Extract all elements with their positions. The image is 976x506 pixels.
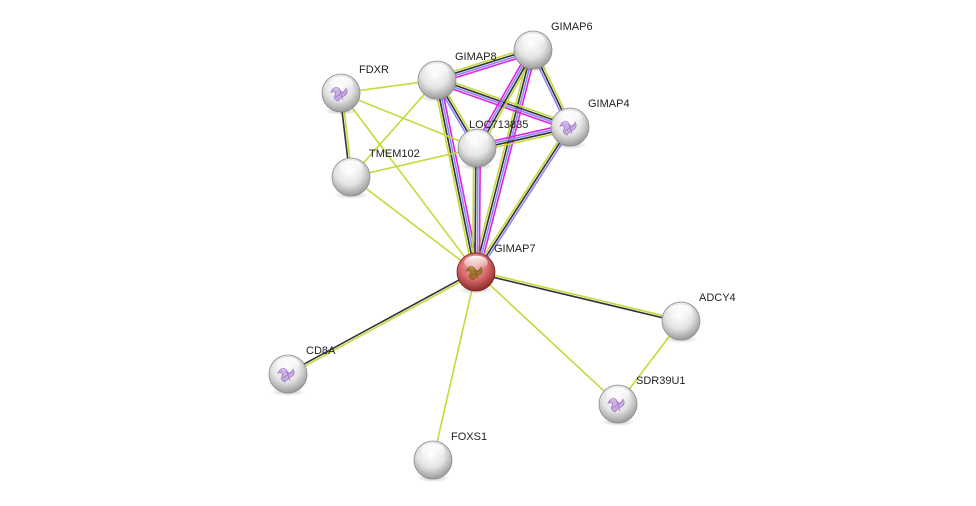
node-highlight — [339, 160, 363, 175]
edge-evidence-textmining — [432, 271, 477, 461]
node-gimap7[interactable]: GIMAP7 — [456, 243, 536, 294]
edge-evidence-textmining — [432, 80, 474, 273]
node-highlight — [421, 443, 445, 458]
node-tmem102[interactable]: TMEM102 — [331, 148, 420, 199]
node-label: TMEM102 — [369, 148, 420, 160]
node-highlight — [606, 387, 630, 402]
node-highlight — [521, 33, 545, 48]
edge-evidence-coexpression — [475, 126, 571, 273]
node-label: GIMAP8 — [455, 51, 497, 63]
node-highlight — [425, 63, 449, 78]
edge-evidence-coexpression — [287, 270, 476, 374]
node-highlight — [669, 304, 693, 319]
edge-gimap7-tmem102[interactable] — [350, 176, 477, 273]
node-label: GIMAP6 — [551, 21, 593, 33]
edge-evidence-databases — [476, 50, 535, 273]
edge-evidence-textmining — [350, 176, 477, 273]
edge-evidence-textmining — [473, 125, 569, 272]
edge-evidence-textmining — [288, 272, 477, 376]
node-gimap4[interactable]: GIMAP4 — [550, 98, 630, 149]
node-gimap6[interactable]: GIMAP6 — [513, 21, 593, 72]
node-adcy4[interactable]: ADCY4 — [661, 292, 736, 343]
edge-evidence-textmining — [472, 48, 531, 272]
edge-gimap7-foxs1[interactable] — [432, 271, 477, 461]
edge-evidence-textmining — [340, 92, 478, 149]
node-highlight — [558, 110, 582, 125]
edge-evidence-textmining — [475, 271, 619, 405]
edge-evidence-coexpression — [474, 49, 533, 272]
node-label: CD8A — [306, 345, 336, 357]
edge-gimap7-gimap4[interactable] — [473, 125, 573, 274]
node-label: GIMAP4 — [588, 98, 630, 110]
node-label: FDXR — [359, 64, 389, 76]
node-foxs1[interactable]: FOXS1 — [413, 431, 487, 482]
edge-gimap7-cd8a[interactable] — [287, 270, 477, 376]
node-cd8a[interactable]: CD8A — [268, 345, 336, 396]
node-highlight — [465, 131, 489, 146]
edge-evidence-experiments — [478, 50, 537, 274]
edge-fdxr-loc713835[interactable] — [340, 92, 478, 149]
edge-evidence-databases — [437, 79, 478, 272]
edge-gimap7-adcy4[interactable] — [475, 270, 682, 323]
node-label: FOXS1 — [451, 431, 487, 443]
edge-tmem102-loc713835[interactable] — [350, 147, 478, 178]
node-label: LOC713835 — [469, 119, 528, 131]
node-highlight — [276, 357, 300, 372]
edge-evidence-textmining — [476, 270, 682, 321]
node-highlight — [329, 76, 353, 91]
node-loc713835[interactable]: LOC713835 — [457, 119, 528, 170]
edge-gimap7-sdr39u1[interactable] — [475, 271, 619, 405]
node-fdxr[interactable]: FDXR — [321, 64, 389, 115]
edge-evidence-textmining — [350, 147, 478, 178]
node-highlight — [464, 255, 488, 270]
node-label: SDR39U1 — [636, 375, 686, 387]
edge-gimap7-fdxr[interactable] — [340, 92, 477, 273]
node-gimap8[interactable]: GIMAP8 — [417, 51, 497, 102]
edge-evidence-textmining — [340, 92, 477, 273]
edge-gimap7-gimap6[interactable] — [472, 48, 537, 274]
node-sdr39u1[interactable]: SDR39U1 — [598, 375, 686, 426]
node-label: ADCY4 — [699, 292, 736, 304]
edge-evidence-coexpression — [475, 272, 681, 323]
edge-evidence-coexpression — [435, 80, 476, 273]
node-label: GIMAP7 — [494, 243, 536, 255]
edge-evidence-databases — [477, 127, 573, 274]
